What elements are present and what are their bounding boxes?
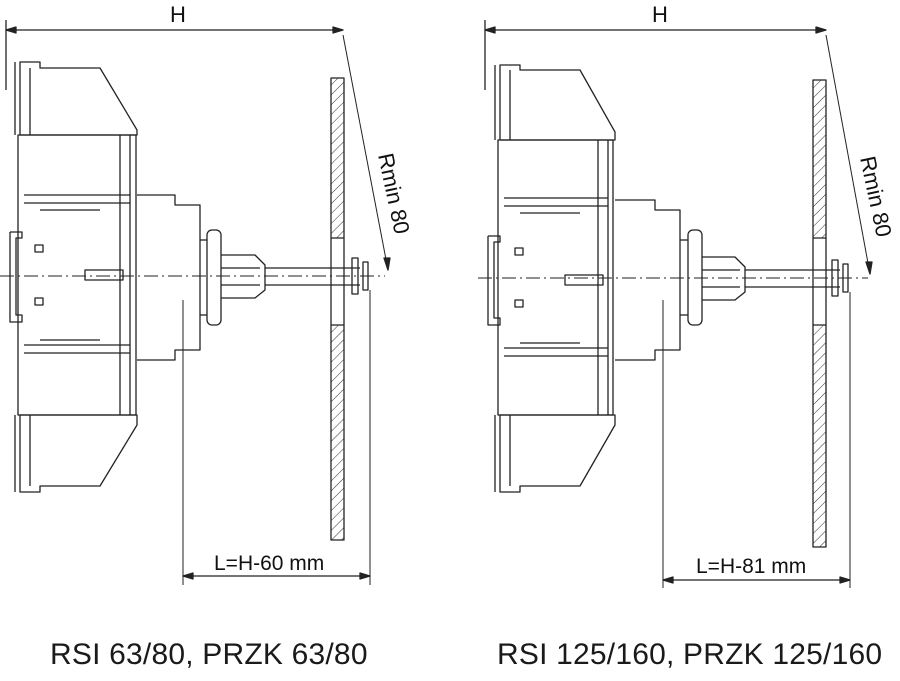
h-label-right: H xyxy=(652,2,668,27)
caption-right: RSI 125/160, PRZK 125/160 xyxy=(497,638,883,671)
l-dimension-left: L=H-60 mm xyxy=(182,290,371,585)
h-label-left: H xyxy=(170,2,186,27)
radius-indicator-left: Rmin 80 xyxy=(342,34,415,271)
switch-body-left xyxy=(9,61,369,493)
door-panel-left xyxy=(330,77,345,541)
left-switch-drawing: H xyxy=(0,2,415,585)
l-dimension-right: L=H-81 mm xyxy=(662,292,851,588)
door-panel-right xyxy=(812,79,827,548)
h-dimension-right: H xyxy=(484,2,827,90)
length-label-left: L=H-60 mm xyxy=(214,552,324,575)
right-switch-drawing: H xyxy=(478,2,897,588)
length-label-right: L=H-81 mm xyxy=(696,555,806,578)
h-dimension-left: H xyxy=(5,2,344,90)
radius-indicator-right: Rmin 80 xyxy=(825,34,897,275)
caption-left: RSI 63/80, PRZK 63/80 xyxy=(50,638,368,671)
